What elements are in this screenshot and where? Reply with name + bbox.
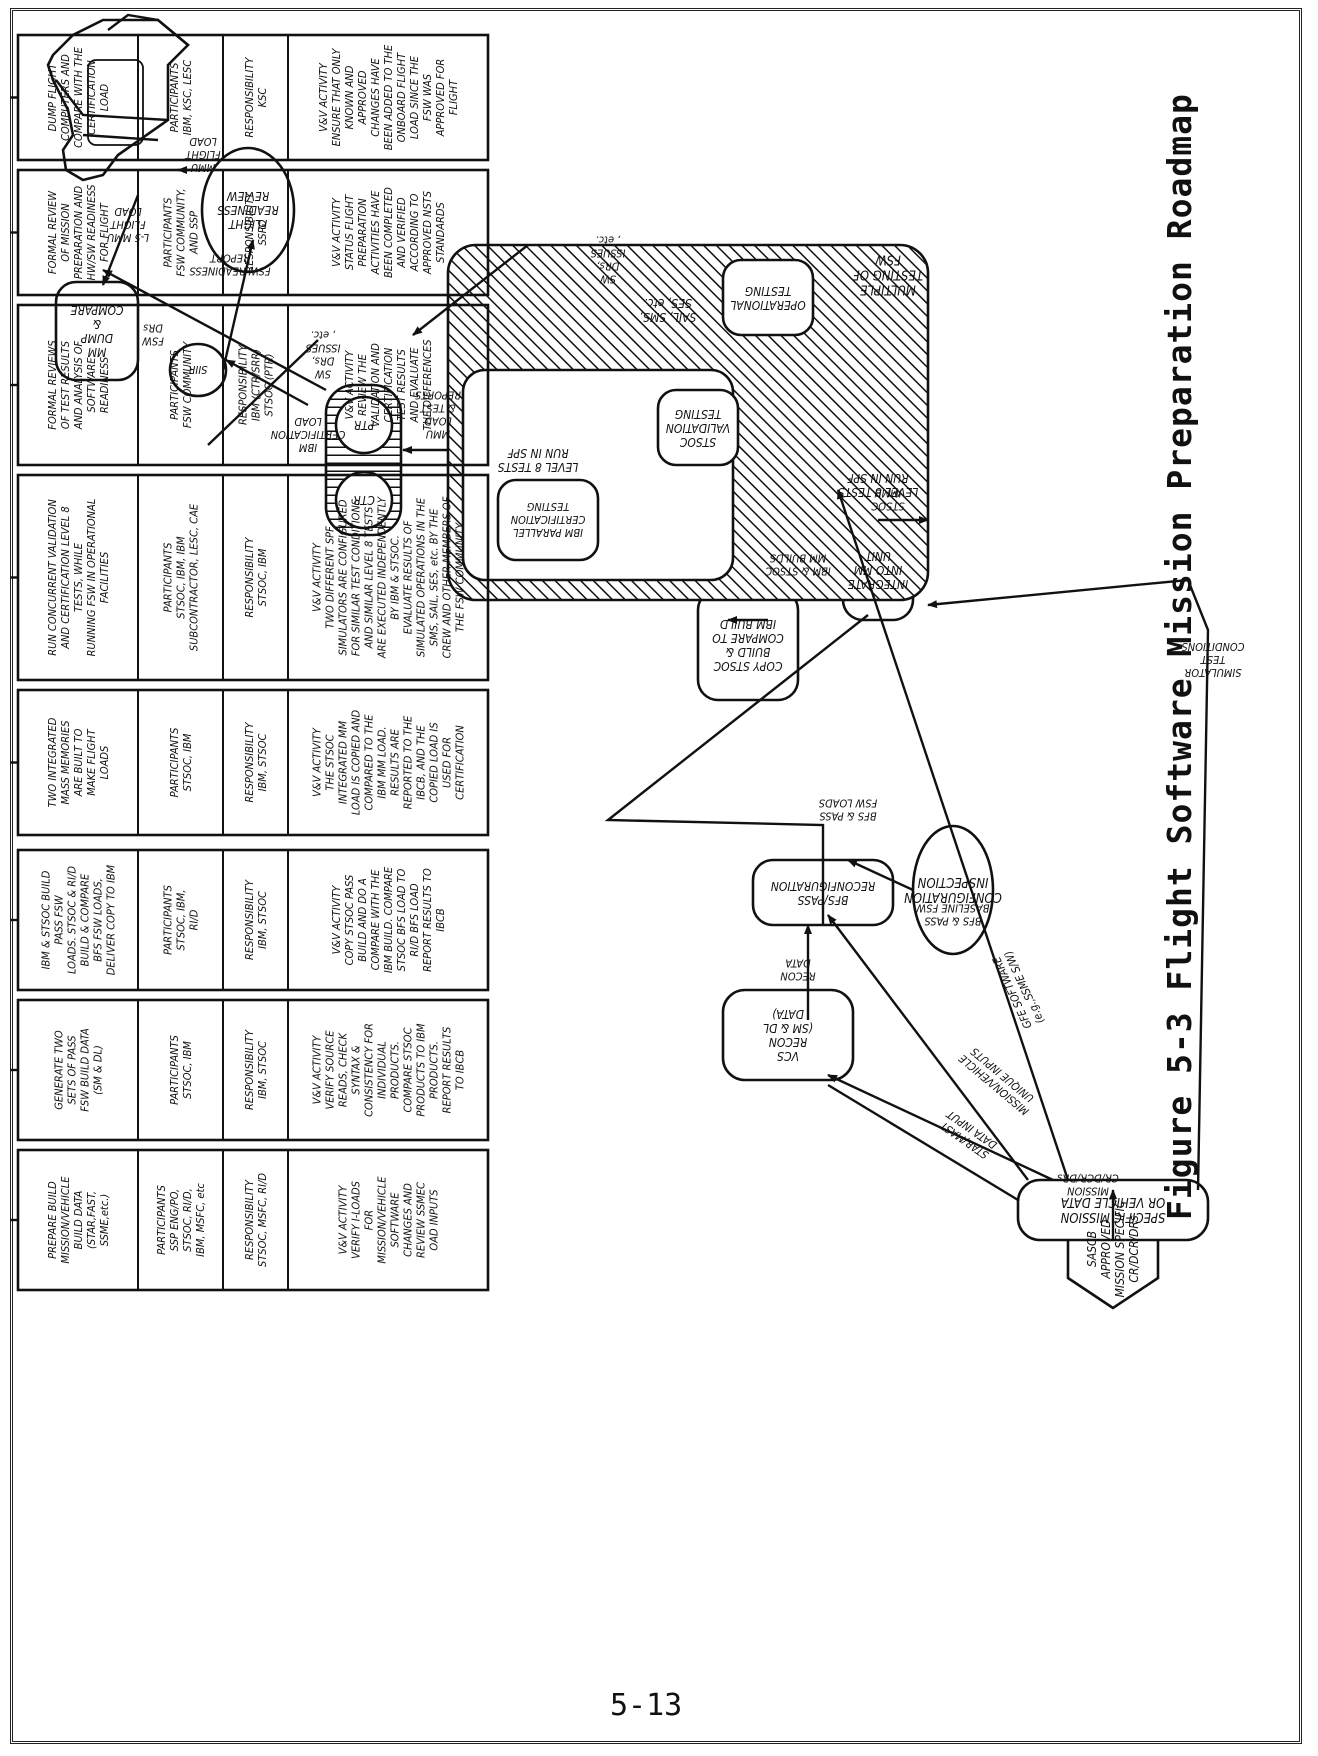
- ibm-parallel-cert-node: [496, 478, 600, 562]
- operational-testing-label: OPERATIONALTESTING: [730, 284, 806, 312]
- stsoc-immu-label: STSOCIMMU: [871, 487, 904, 513]
- flight-readiness-node: [200, 146, 296, 274]
- column-2-activity: V&V ACTIVITYVERIFY SOURCEREADS, CHECKSYN…: [310, 1023, 466, 1117]
- vcs-recon-label: VCSRECON(SM & DLDATA): [763, 1007, 813, 1063]
- recon-data-label: RECONDATA: [780, 957, 816, 983]
- bfs-pass-fsw-loads-label: BFS & PASSFSW LOADS: [819, 797, 878, 823]
- ibm-stsoc-mm-builds-label: IBM & STSOCMM BUILDS: [765, 552, 831, 578]
- column-8-responsibility: RESPONSIBILITYKSC: [243, 57, 269, 138]
- mmu-flight-load-label: MMUFLIGHTLOAD: [184, 135, 220, 174]
- diagram-shapes: [46, 13, 1210, 1310]
- arrow-bfs-pass-loads: [604, 614, 869, 925]
- simulator-conditions-label: SIMULATORTESTCONDITIONS: [1181, 640, 1244, 679]
- mission-vehicle-inputs-label: MISSION/VEHICLEUNIQUE INPUTS: [956, 1041, 1040, 1117]
- column-6-activity: V&V ACTIVITYREVIEW THEVALIDATION ANDCERT…: [343, 339, 434, 430]
- l5-mmu-flight-load-label: L-5 MMUFLIGHTLOAD: [106, 205, 149, 244]
- page-number: 5-13: [610, 1688, 683, 1723]
- arrow-mission-vehicle-inputs: [827, 914, 1029, 1181]
- column-2-participants: PARTICIPANTSSTSOC, IBM: [168, 1035, 194, 1105]
- column-7-activity: V&V ACTIVITYSTATUS FLIGHTPREPARATIONACTI…: [330, 187, 447, 278]
- column-6-description: FORMAL REVIEWSOF TEST RESULTSAND ANALYSI…: [46, 340, 111, 430]
- bfs-pass-reconfiguration-label: BFS/PASSRECONFIGURATION: [771, 879, 875, 907]
- figure-caption: Figure 5-3 Flight Software Mission Prepa…: [1160, 93, 1199, 1220]
- stsoc-validation-node: [656, 388, 740, 467]
- column-4-activity: V&V ACTIVITYTHE STSOCINTEGRATED MMLOAD I…: [310, 710, 466, 816]
- column-2-responsibility: RESPONSIBILITYIBM, STSOC: [243, 1029, 269, 1110]
- arrow-recon-from-mission: [827, 1083, 1019, 1202]
- ibm-parallel-cert-label: IBM PARALLELCERTIFICATIONTESTING: [510, 500, 585, 539]
- copy-stsoc-build-label: COPY STSOCBUILD &COMPARE TOIBM BUILD: [712, 617, 784, 673]
- specific-mission-label: SPECIFIC MISSIONOR VEHICLE DATA: [1060, 1194, 1165, 1224]
- orbiter-bay: [87, 59, 144, 146]
- column-5-activity: V&V ACTIVITYTWO DIFFERENT SPFSIMULATORS …: [310, 496, 466, 659]
- column-4-description: TWO INTEGRATEDMASS MEMORIESARE BUILT TOM…: [46, 717, 111, 807]
- vcs-recon-node: [721, 988, 855, 1082]
- column-2-description: GENERATE TWOSETS OF PASSFSW BUILD DATA(S…: [52, 1028, 104, 1112]
- column-1-description: PREPARE BUILDMISSION/VEHICLEBUILD DATA(S…: [46, 1176, 111, 1264]
- sw-drs-issues-a-label: SWDRs,ISSUES, etc.: [591, 234, 626, 286]
- star-mast-label: STAR/MASTDATA INPUT: [936, 1107, 999, 1162]
- column-6-responsibility: RESPONSIBILITYIBM (CTR/SRR)STSOC (PTR): [236, 344, 275, 425]
- column-4-participants: PARTICIPANTSSTSOC, IBM: [168, 728, 194, 798]
- arrow-sw-drs-b: [225, 358, 309, 407]
- column-3-activity: V&V ACTIVITYCOPY STSOC PASSBUILD AND DO …: [330, 866, 447, 973]
- ctr-label: CTR: [353, 493, 375, 507]
- ptr-label: PTR: [354, 418, 375, 432]
- column-1-participants: PARTICIPANTSSSP ENG/PO,STSOC, RI/D,IBM, …: [155, 1183, 207, 1257]
- mmu-load-reports-label: MMULOAD& TESTREPORTS: [415, 389, 461, 441]
- arrow-l5-mmu-load: [101, 194, 140, 286]
- arrow-gfe-software: [836, 489, 1070, 1181]
- activity-table: PREPARE BUILDMISSION/VEHICLEBUILD DATA(S…: [10, 33, 490, 1292]
- orbiter-outline: [46, 18, 190, 182]
- column-1-responsibility: RESPONSIBILITYSTSOC, MSFC, RI/D: [243, 1173, 269, 1267]
- sw-drs-issues-b-label: SWDRs,ISSUES, etc.: [306, 329, 341, 381]
- column-3-participants: PARTICIPANTSSTSOC, IBM,RI/D: [161, 885, 200, 955]
- operational-facilities-label: SAIL, SMS,SES, etc.: [640, 296, 697, 324]
- column-8-activity: V&V ACTIVITYENSURE THAT ONLYKNOWN ANDAPP…: [317, 44, 460, 150]
- column-6-participants: PARTICIPANTSFSW COMMUNITY: [168, 341, 194, 428]
- stsoc-validation-label: STSOCVALIDATIONTESTING: [666, 407, 730, 449]
- configuration-inspection-label: CONFIGURATIONINSPECTION: [904, 874, 1002, 904]
- multiple-testing-label: MULTIPLETESTING OFFSW: [853, 251, 923, 296]
- sascb-label: SASCBAPPROVEDMISSION SPECIFICCR/DCR/DRs: [1085, 1200, 1141, 1297]
- flowchart: SASCBAPPROVEDMISSION SPECIFICCR/DCR/DRsS…: [10, 13, 1245, 1310]
- gfe-software-label: GFE SOFTWARE(e.g.,SSME S/W): [990, 948, 1047, 1031]
- bfs-pass-baseline-label: BFS & PASSBASELINE FSW: [915, 902, 989, 928]
- page-frame: [10, 8, 1302, 1744]
- orbiter-details: [55, 13, 189, 142]
- column-8-participants: PARTICIPANTSIBM, KSC, LESC: [168, 60, 194, 136]
- column-5-participants: PARTICIPANTSSTSOC, IBM, IBMSUBCONTRACTOR…: [161, 503, 200, 651]
- column-4-responsibility: RESPONSIBILITYIBM, STSOC: [243, 722, 269, 803]
- column-5-description: RUN CONCURRENT VALIDATIONAND CERTIFICATI…: [46, 499, 111, 657]
- column-1-activity: V&V ACTIVITYVERIFY I-LOADSFORMISSION/VEH…: [336, 1176, 440, 1264]
- column-7-participants: PARTICIPANTSFSW COMMUNITY,AND SSP: [161, 188, 200, 276]
- level8-spf-b-label: LEVEL 8 TESTSRUN IN SPF: [498, 446, 579, 474]
- arrow-siir-to-fsw-drs: [207, 339, 319, 446]
- siir-label: SIIR: [189, 363, 208, 376]
- column-5-responsibility: RESPONSIBILITYSTSOC, IBM: [243, 537, 269, 618]
- siir-node: [168, 342, 228, 398]
- level8-spf-a-label: LEVEL 8 TESTSRUN IN SPF: [838, 471, 919, 499]
- ctr-node: [334, 470, 394, 530]
- column-3-responsibility: RESPONSIBILITYIBM, STSOC: [243, 879, 269, 960]
- arrow-sw-drs-a: [412, 244, 529, 336]
- diagram-labels: SASCBAPPROVEDMISSION SPECIFICCR/DCR/DRsS…: [70, 135, 1244, 1297]
- ptr-node: [334, 395, 394, 455]
- integrate-mm-label: INTEGRATEINTO MMUNIT: [848, 549, 909, 591]
- column-8-description: DUMP FLIGHTCOMPUTERS ANDCOMPARE WITH THE…: [46, 46, 111, 148]
- column-3-description: IBM & STSOC BUILDPASS FSWLOADS. STSOC & …: [39, 864, 117, 975]
- column-7-description: FORMAL REVIEWOF MISSIONPREPARATION ANDHW…: [46, 184, 111, 280]
- fsw-readiness-report-label: FSW READINESSREPORT: [189, 252, 270, 278]
- arrow-simulator-conditions: [927, 578, 1210, 1191]
- arrow-baseline-fsw: [847, 858, 914, 892]
- mission-crs-label: MISSIONCR/DCR/DRs: [1057, 1172, 1119, 1198]
- column-7-responsibility: RESPONSIBILITYSSPO: [243, 192, 269, 273]
- fsw-drs-label: FSWDRs: [141, 322, 164, 348]
- operational-testing-node: [721, 258, 815, 337]
- flight-readiness-label: FLIGHTREADINESSREVIEW: [217, 189, 279, 231]
